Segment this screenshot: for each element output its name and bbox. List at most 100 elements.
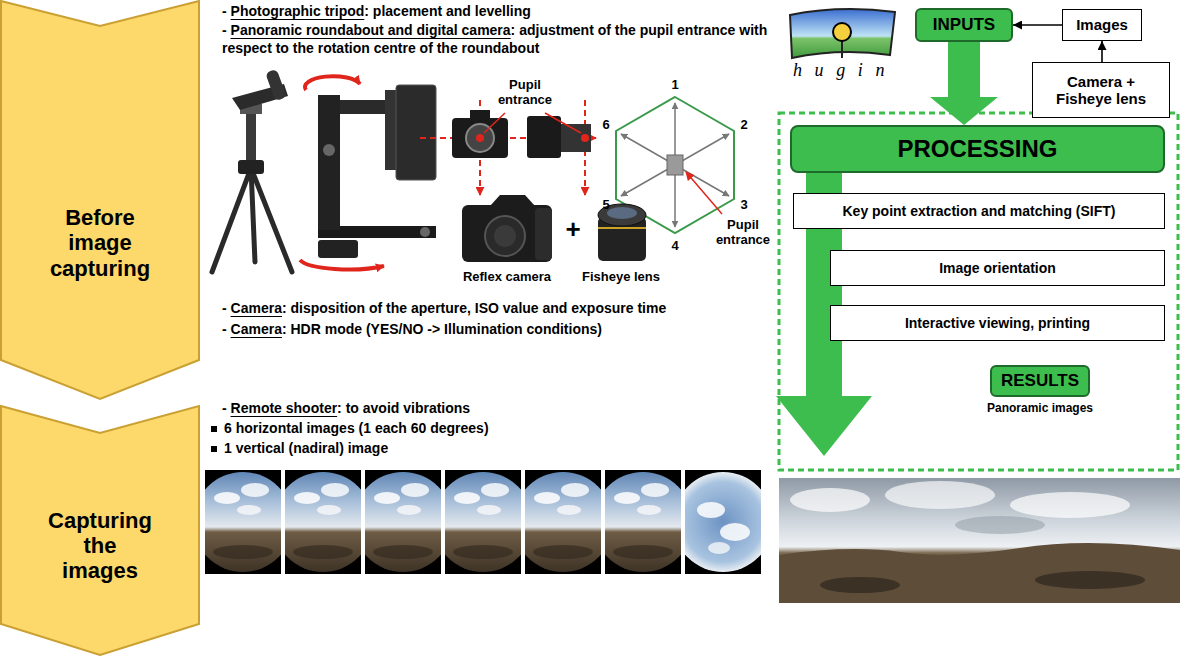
leader-line [545, 113, 581, 133]
chevron-outline [1, 1, 199, 399]
camera-front-drawing [452, 118, 508, 158]
reflex-camera-drawing [462, 195, 552, 262]
fisheye-lens-drawing [598, 204, 646, 261]
part-name: Fisheye lens [571, 270, 671, 285]
part-name: Reflex camera [452, 270, 562, 285]
phase-title: Capturing the images [45, 508, 155, 584]
panorama-photo [1035, 571, 1145, 589]
process-step: Image orientation [830, 250, 1165, 286]
camera-side-drawing [581, 134, 589, 142]
instruction-text: - Camera: disposition of the aperture, I… [222, 300, 666, 316]
hugin-logo [790, 9, 895, 58]
bullet-item: 6 horizontal images (1 each 60 degrees) [224, 420, 489, 436]
camera-side-drawing [561, 124, 591, 152]
callout-number: 3 [740, 198, 747, 213]
box-label: RESULTS [1001, 371, 1079, 391]
hugin-logo [833, 23, 851, 41]
flow-band [776, 396, 872, 456]
box-label: INPUTS [933, 15, 995, 35]
bullet-mark [211, 426, 217, 432]
tripod-drawing [238, 160, 264, 174]
hugin-logo [841, 41, 843, 58]
camera-side-drawing [527, 116, 561, 158]
panoramic-head-drawing [385, 90, 397, 170]
fisheye-photo [433, 470, 533, 574]
fisheye-photo [593, 470, 693, 574]
result-box: RESULTS [990, 365, 1090, 397]
callout-number: 5 [602, 198, 609, 213]
callout-label: Pupil entrance [712, 218, 774, 248]
tripod-drawing [251, 168, 292, 272]
box-label: Interactive viewing, printing [905, 315, 1090, 331]
phase-chevron: Capturing the images [0, 405, 200, 656]
box-label: Key point extraction and matching (SIFT) [842, 203, 1115, 219]
panoramic-head-drawing [420, 227, 430, 237]
leader-line [484, 113, 505, 133]
plus-sign: + [565, 215, 580, 245]
camera-side-drawing [527, 116, 591, 158]
box-label: PROCESSING [897, 135, 1057, 163]
camera-front-drawing [452, 110, 508, 158]
fisheye-photo [273, 470, 373, 574]
reflex-camera-drawing [535, 208, 552, 260]
instruction-text: - Panoramic roundabout and digital camer… [222, 21, 772, 57]
callout-number: 6 [602, 118, 609, 133]
box-label: Images [1076, 16, 1128, 33]
bullet-item: 1 vertical (nadiral) image [224, 440, 388, 456]
phase-title: Before image capturing [45, 205, 155, 281]
chevron-shape [0, 0, 200, 400]
instruction-text: - Camera: HDR mode (YES/NO -> Illuminati… [222, 321, 602, 337]
process-step: Key point extraction and matching (SIFT) [793, 193, 1165, 229]
fisheye-photo [513, 470, 613, 574]
tripod-drawing [212, 168, 251, 272]
panoramic-head-drawing [300, 260, 384, 269]
instruction-text: - Remote shooter: to avoid vibrations [222, 400, 470, 416]
underline [231, 38, 511, 39]
panorama-photo [955, 516, 1045, 534]
chevron-outline [1, 406, 199, 655]
panoramic-head-drawing [396, 85, 436, 180]
fisheye-lens-drawing [598, 227, 646, 229]
hugin-logo [790, 9, 895, 58]
callout-number: 4 [671, 239, 678, 254]
underline [231, 19, 365, 20]
reflex-camera-drawing [462, 205, 552, 262]
rotation-hexagon [686, 172, 722, 214]
fisheye-lens-drawing [607, 207, 637, 219]
process-step: Interactive viewing, printing [830, 305, 1165, 341]
rotation-hexagon [667, 155, 683, 175]
fisheye-photo [193, 470, 293, 574]
callout-number: 2 [740, 118, 747, 133]
reflex-camera-drawing [485, 216, 525, 256]
box-label: Image orientation [939, 260, 1056, 276]
panoramic-head-drawing [340, 100, 390, 114]
panorama-photo [779, 478, 1180, 603]
underline [231, 337, 282, 338]
alignment-lines [420, 100, 596, 195]
arrow-connector [1101, 41, 1103, 62]
underline [231, 416, 338, 417]
panoramic-head-drawing [318, 95, 340, 230]
tripod-drawing [265, 69, 287, 101]
input-box: INPUTS [915, 8, 1013, 42]
panorama-photo [779, 543, 1180, 603]
fisheye-photo [673, 470, 773, 574]
reflex-camera-drawing [494, 225, 516, 247]
tripod-drawing [212, 69, 292, 272]
panoramic-head-drawing [318, 240, 358, 258]
panoramic-head-drawing [305, 76, 360, 90]
bullet-mark [211, 446, 217, 452]
leader-line [484, 113, 581, 133]
panorama-photo [1010, 492, 1130, 518]
panorama-photo [820, 577, 900, 593]
input-box: Camera + Fisheye lens [1032, 62, 1170, 118]
instruction-text: - Photographic tripod: placement and lev… [222, 3, 531, 19]
arrow-connector [1013, 24, 1062, 26]
logo-wordmark: hugin [780, 60, 910, 81]
callout-number: 1 [671, 78, 678, 93]
input-box: Images [1062, 9, 1142, 41]
panoramic-head-drawing [323, 144, 335, 156]
callout-label: Pupil entrance [490, 78, 560, 108]
